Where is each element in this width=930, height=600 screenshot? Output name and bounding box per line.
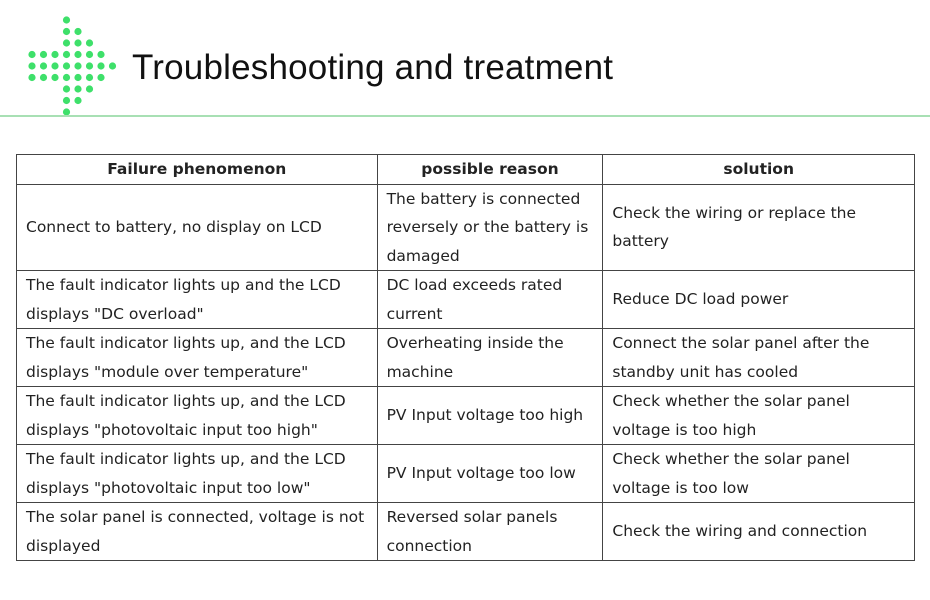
logo-dot	[85, 73, 94, 82]
logo-dot	[51, 62, 59, 70]
logo-dot	[62, 50, 71, 59]
table-row: The fault indicator lights up, and the L…	[16, 328, 915, 387]
logo-dot	[62, 73, 71, 82]
logo-dot	[62, 62, 71, 70]
solution-cell: Check whether the solar panel voltage is…	[602, 444, 915, 503]
logo-dot	[62, 85, 71, 93]
logo-dot	[97, 50, 105, 59]
header-failure: Failure phenomenon	[16, 154, 378, 185]
solution-cell: Reduce DC load power	[602, 270, 915, 329]
logo-dot	[85, 39, 94, 47]
logo-dot	[108, 62, 117, 70]
failure-cell: The solar panel is connected, voltage is…	[16, 502, 378, 561]
failure-cell: The fault indicator lights up and the LC…	[16, 270, 378, 329]
solution-cell: Connect the solar panel after the standb…	[602, 328, 915, 387]
solution-cell: Check the wiring or replace the battery	[602, 183, 915, 271]
table-row: The fault indicator lights up, and the L…	[16, 386, 915, 445]
failure-cell: The fault indicator lights up, and the L…	[16, 386, 378, 445]
solution-cell: Check the wiring and connection	[602, 502, 915, 561]
reason-cell: Reversed solar panels connection	[376, 502, 604, 561]
table-header-row: Failure phenomenon possible reason solut…	[16, 154, 915, 185]
failure-cell: The fault indicator lights up, and the L…	[16, 328, 378, 387]
logo-dot	[97, 62, 105, 70]
logo-dot	[85, 85, 94, 93]
reason-cell: The battery is connected reversely or th…	[376, 183, 604, 271]
failure-cell: The fault indicator lights up, and the L…	[16, 444, 378, 503]
logo-dot	[51, 73, 59, 82]
reason-cell: PV Input voltage too high	[376, 386, 604, 445]
page-title: Troubleshooting and treatment	[132, 48, 614, 87]
logo-dot	[85, 62, 94, 70]
logo-dot	[74, 96, 82, 105]
logo-dot	[62, 27, 71, 36]
reason-cell: DC load exceeds rated current	[376, 270, 604, 329]
logo-dot	[51, 50, 59, 59]
logo-dot	[28, 73, 36, 82]
solution-cell: Check whether the solar panel voltage is…	[602, 386, 915, 445]
logo-dot	[39, 50, 48, 59]
logo-dot	[74, 85, 82, 93]
logo-dot	[62, 108, 71, 116]
header-solution: solution	[602, 154, 915, 185]
logo-dot	[97, 73, 105, 82]
header-reason: possible reason	[376, 154, 604, 185]
logo-dot	[39, 62, 48, 70]
table-row: The fault indicator lights up, and the L…	[16, 444, 915, 503]
table-row: The solar panel is connected, voltage is…	[16, 502, 915, 561]
logo-dot	[74, 27, 82, 36]
logo-dot	[74, 62, 82, 70]
logo-dot	[85, 50, 94, 59]
divider	[0, 115, 930, 117]
logo-dot	[74, 39, 82, 47]
logo-dot	[62, 16, 71, 24]
logo-dot	[62, 96, 71, 105]
table-row: The fault indicator lights up and the LC…	[16, 270, 915, 329]
reason-cell: Overheating inside the machine	[376, 328, 604, 387]
logo-dot	[39, 73, 48, 82]
reason-cell: PV Input voltage too low	[376, 444, 604, 503]
logo-dot	[62, 39, 71, 47]
troubleshooting-table: Failure phenomenon possible reason solut…	[16, 154, 915, 561]
logo-dot	[74, 50, 82, 59]
logo-dot	[28, 50, 36, 59]
logo-dot	[28, 62, 36, 70]
dotted-arrow-logo-icon	[28, 16, 117, 116]
failure-cell: Connect to battery, no display on LCD	[16, 183, 378, 271]
logo-dot	[74, 73, 82, 82]
